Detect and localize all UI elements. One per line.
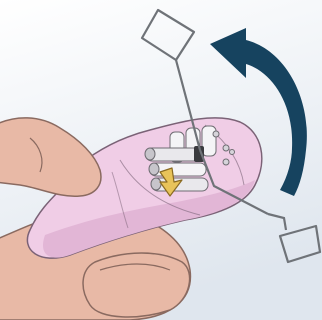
curved-arrow-clockwise-icon <box>210 28 307 196</box>
hand-upper <box>0 117 102 197</box>
pin-stacks <box>144 125 235 192</box>
keyway-slot <box>194 146 204 162</box>
lock-pick <box>140 8 202 151</box>
tension-wrench <box>198 149 322 264</box>
pin-heads <box>212 130 235 166</box>
down-left-arrow-icon <box>159 167 183 197</box>
